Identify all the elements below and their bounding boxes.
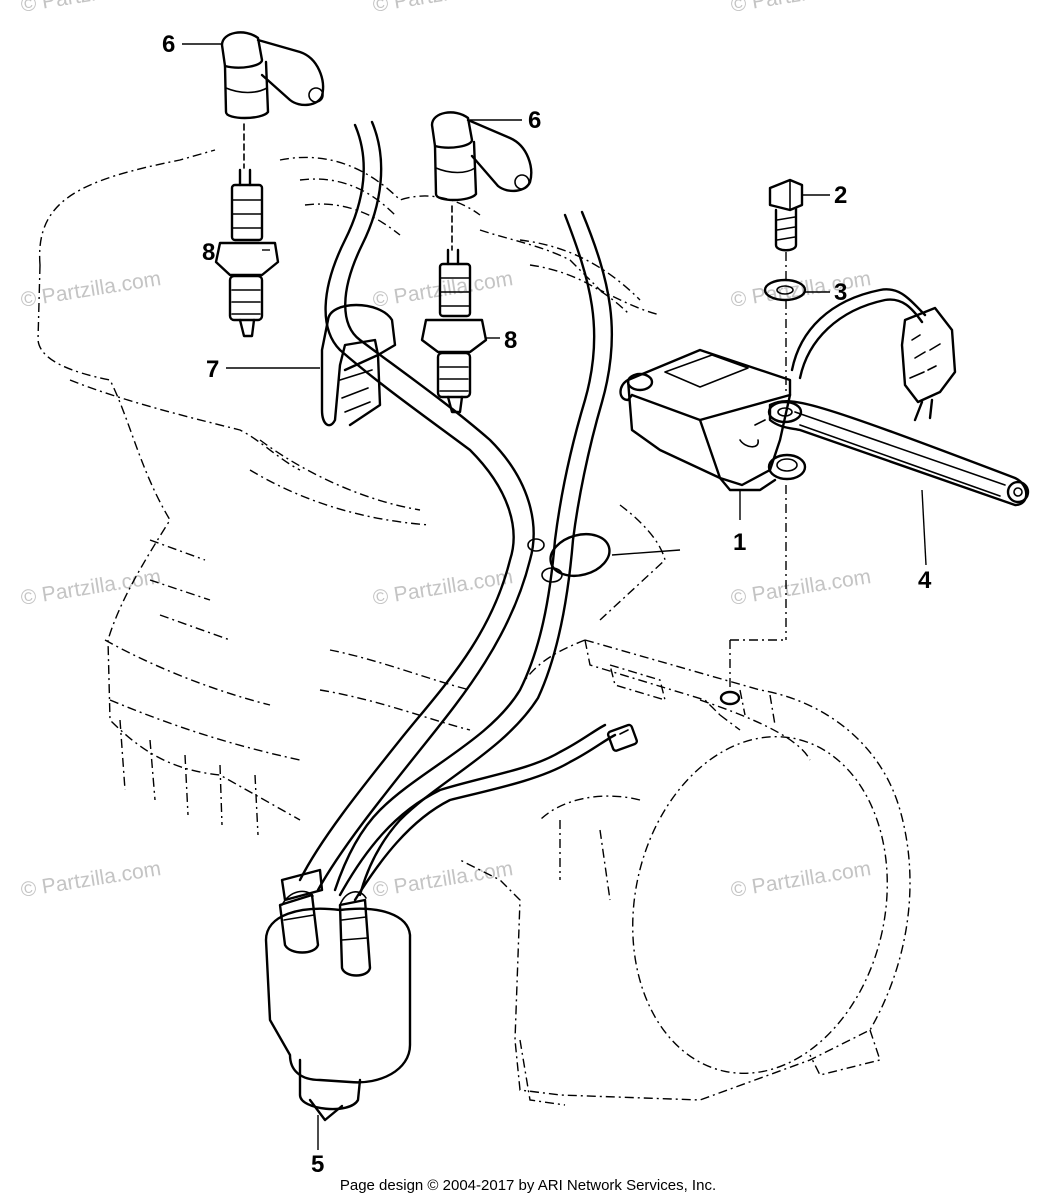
watermark: © Partzilla.com: [19, 267, 162, 312]
callout-2[interactable]: 2: [834, 182, 847, 209]
watermark: © Partzilla.com: [19, 565, 162, 610]
spark-plug-cap-left[interactable]: [220, 31, 325, 120]
watermark: © Partzilla.com: [729, 0, 872, 17]
callout-4[interactable]: 4: [918, 567, 932, 594]
spark-plug-left[interactable]: [214, 123, 280, 338]
watermark: © Partzilla.com: [371, 565, 514, 610]
washer[interactable]: [763, 278, 807, 395]
engine-outline: [37, 149, 911, 1106]
spark-plug-cap-right[interactable]: [430, 111, 533, 202]
watermark: © Partzilla.com: [729, 857, 872, 902]
watermark: © Partzilla.com: [729, 565, 872, 610]
callout-5[interactable]: 5: [311, 1151, 324, 1178]
alignment-lines: [719, 485, 787, 706]
callout-8-right[interactable]: 8: [504, 327, 517, 354]
ignition-leads: [298, 120, 638, 902]
watermark: © Partzilla.com: [371, 857, 514, 902]
page-footer: Page design © 2004-2017 by ARI Network S…: [340, 1177, 716, 1194]
watermark: © Partzilla.com: [729, 267, 872, 312]
watermark: © Partzilla.com: [371, 0, 514, 17]
spark-plug-right[interactable]: [420, 205, 488, 414]
callout-8-left[interactable]: 8: [202, 239, 215, 266]
watermark: © Partzilla.com: [19, 857, 162, 902]
callout-6-right[interactable]: 6: [528, 107, 541, 134]
callout-3[interactable]: 3: [834, 279, 847, 306]
harness-bracket[interactable]: [767, 288, 1030, 507]
ignition-coil[interactable]: [264, 868, 412, 1122]
lead-clamp[interactable]: [320, 303, 397, 427]
callout-labels: 6 6 2 3 8 8 7 1 4 5: [162, 31, 932, 1178]
callout-6-left[interactable]: 6: [162, 31, 175, 58]
wire-tie[interactable]: [527, 528, 681, 583]
callout-1[interactable]: 1: [733, 529, 746, 556]
callout-leaders: [182, 43, 927, 1150]
watermark-group: © Partzilla.com © Partzilla.com © Partzi…: [19, 0, 872, 902]
cdi-unit[interactable]: [619, 348, 807, 492]
watermark: © Partzilla.com: [19, 0, 162, 17]
callout-7[interactable]: 7: [206, 356, 219, 383]
bolt[interactable]: [768, 178, 804, 280]
